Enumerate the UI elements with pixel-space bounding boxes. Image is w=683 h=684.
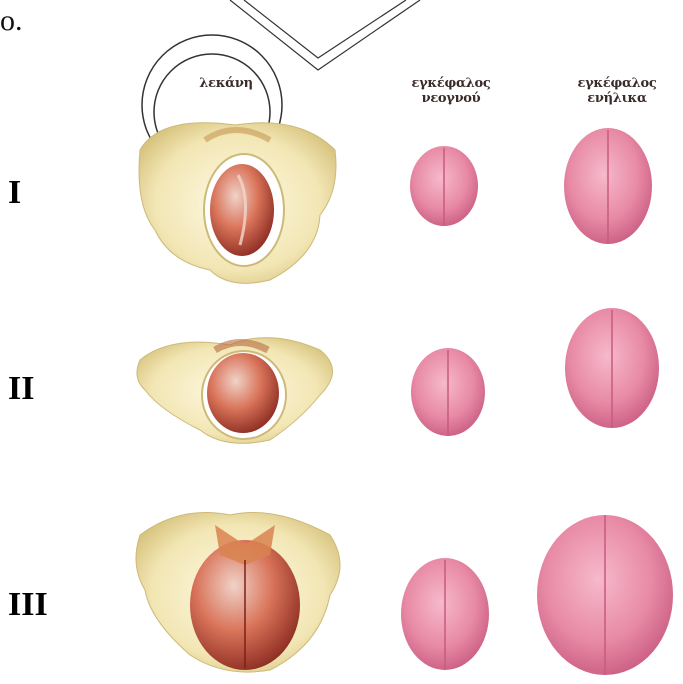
newborn-brain-row-1: [410, 146, 478, 226]
pelvis-illustration-row-3: [136, 513, 340, 673]
newborn-brain-row-3: [401, 558, 489, 670]
header-adult-brain: εγκέφαλος ενήλικα: [562, 76, 672, 106]
header-adult-brain-line1: εγκέφαλος: [562, 76, 672, 91]
adult-brain-row-3: [537, 515, 673, 675]
header-pelvis: λεκάνη: [186, 76, 266, 91]
adult-brain-row-2: [565, 308, 659, 428]
pelvis-illustration-row-1: [139, 123, 336, 284]
diamond-outline: [230, 0, 420, 70]
row-label-3: III: [8, 586, 48, 624]
header-newborn-brain-line2: νεογνού: [396, 91, 506, 106]
header-pelvis-label: λεκάνη: [199, 76, 252, 91]
header-newborn-brain-line1: εγκέφαλος: [396, 76, 506, 91]
header-adult-brain-line2: ενήλικα: [562, 91, 672, 106]
pelvis-illustration-row-2: [137, 338, 333, 444]
newborn-brain-row-2: [411, 348, 485, 436]
row-label-1: I: [8, 174, 21, 212]
header-newborn-brain: εγκέφαλος νεογνού: [396, 76, 506, 106]
row-label-2: II: [8, 370, 34, 408]
adult-brain-row-1: [564, 128, 652, 244]
